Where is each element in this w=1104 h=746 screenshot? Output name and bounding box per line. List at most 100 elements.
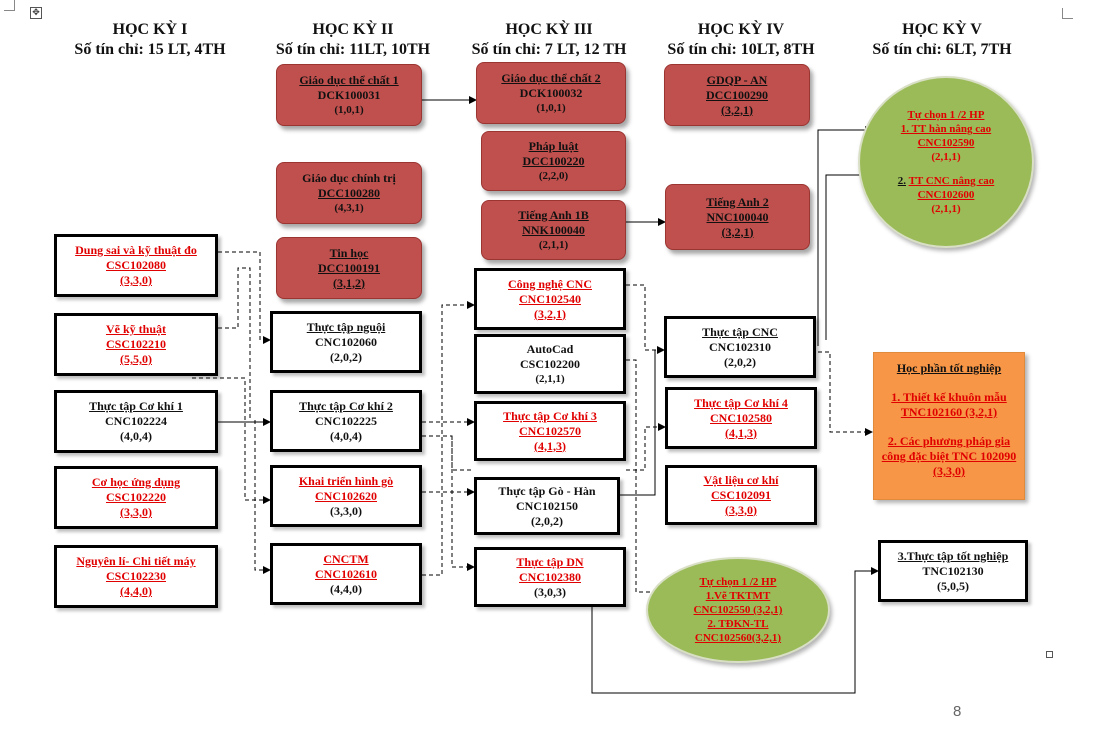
course-code: CNC102150	[516, 498, 578, 513]
course-credits: (2,1,1)	[535, 372, 565, 385]
course-name: Thực tập Cơ khí 4	[694, 395, 788, 410]
course-code: CNC102620	[315, 488, 377, 503]
course-code: CNC102580	[710, 410, 772, 425]
course-name: Dung sai và kỹ thuật đo	[75, 243, 197, 257]
line-ttdn-to-ttn	[591, 567, 879, 694]
course-nguyen-li[interactable]: Nguyên lí- Chi tiết máy CSC102230 (4,4,0…	[54, 545, 218, 608]
course-gdqp-an[interactable]: GDQP - AN DCC100290 (3,2,1)	[664, 64, 810, 126]
course-khai-trien-hinh-go[interactable]: Khai triển hình gò CNC102620 (3,3,0)	[270, 465, 422, 527]
course-thuc-tap-co-khi-2[interactable]: Thực tập Cơ khí 2 CNC102225 (4,0,4)	[270, 390, 422, 452]
course-gdct[interactable]: Giáo dục chính trị DCC100280 (4,3,1)	[276, 162, 422, 224]
elective-option-2: TT CNC nâng cao	[908, 175, 995, 187]
course-thuc-tap-co-khi-4[interactable]: Thực tập Cơ khí 4 CNC102580 (4,1,3)	[665, 387, 817, 449]
course-credits: (4,4,0)	[120, 584, 152, 598]
semester-title: HỌC KỲ IV	[697, 21, 785, 38]
line-ttcnc-to-grad	[818, 351, 873, 436]
course-thuc-tap-cnc[interactable]: Thực tập CNC CNC102310 (2,0,2)	[664, 316, 816, 378]
course-credits: (3,3,0)	[120, 505, 152, 519]
elective-option-1-code: CNC102590	[917, 137, 975, 149]
line-ttck2-vert	[451, 436, 474, 471]
course-credits: (4,0,4)	[330, 428, 362, 443]
course-name: GDQP - AN	[706, 72, 768, 87]
course-code: CSC102230	[105, 569, 166, 583]
line-gohan-to-ttcnc	[620, 350, 656, 496]
course-name: Thực tập CNC	[702, 324, 778, 339]
course-name: Thực tập nguội	[306, 319, 386, 334]
course-credits: (3,3,0)	[120, 273, 152, 287]
course-cnctm[interactable]: CNCTM CNC102610 (4,4,0)	[270, 543, 422, 605]
course-name: Nguyên lí- Chi tiết máy	[76, 554, 196, 568]
line-autocad-to-el4	[626, 359, 669, 596]
semester-credits: Số tín chỉ: 7 LT, 12 TH	[471, 41, 627, 58]
course-credits: (4,3,1)	[334, 201, 364, 214]
graduation-module[interactable]: Học phần tốt nghiệp 1. Thiết kế khuôn mẫ…	[873, 352, 1025, 500]
course-name: Tiếng Anh 1B	[518, 207, 589, 222]
course-code: NNC100040	[706, 209, 769, 224]
course-code: CSC102080	[105, 258, 166, 272]
page-number: 8	[953, 703, 962, 720]
course-gdtc-1[interactable]: Giáo dục thể chất 1 DCK100031 (1,0,1)	[276, 64, 422, 126]
course-thuc-tap-nguoi[interactable]: Thực tập nguội CNC102060 (2,0,2)	[270, 311, 422, 373]
course-tieng-anh-1b[interactable]: Tiếng Anh 1B NNK100040 (2,1,1)	[481, 200, 626, 260]
course-code: CNC102310	[709, 339, 771, 354]
semester-title: HỌC KỲ V	[902, 21, 982, 38]
elective-option-2: 2. TĐKN-TL	[707, 618, 769, 630]
course-credits: (3,1,2)	[333, 275, 365, 290]
course-thuc-tap-dn[interactable]: Thực tập DN CNC102380 (3,0,3)	[474, 547, 626, 607]
course-tieng-anh-2[interactable]: Tiếng Anh 2 NNC100040 (3,2,1)	[665, 184, 810, 250]
course-ve-ky-thuat[interactable]: Vẽ kỹ thuật CSC102210 (5,5,0)	[54, 313, 218, 376]
course-thuc-tap-co-khi-3[interactable]: Thực tập Cơ khí 3 CNC102570 (4,1,3)	[474, 401, 626, 461]
resize-handle-icon[interactable]	[1046, 651, 1053, 658]
course-credits: (5,5,0)	[120, 352, 152, 366]
course-code: CNC102224	[105, 414, 167, 428]
course-code: CSC102091	[710, 487, 771, 502]
elective-group-sem4[interactable]: Tự chọn 1 /2 HP 1.Vẽ TKTMT CNC102550 (3,…	[646, 557, 830, 663]
course-cong-nghe-cnc[interactable]: Công nghệ CNC CNC102540 (3,2,1)	[474, 268, 626, 330]
elective-option-2-number: 2.	[897, 175, 906, 187]
course-name: Thực tập DN	[516, 554, 584, 569]
course-code: CNC102380	[519, 569, 581, 584]
course-name: Thực tập Cơ khí 1	[89, 399, 183, 413]
semester-header-4: HỌC KỲ IV Số tín chỉ: 10LT, 8TH	[641, 20, 841, 60]
course-name: AutoCad	[526, 341, 574, 356]
course-code: CNC102610	[315, 566, 377, 581]
line-dungsai-to-ttnguoi	[218, 251, 271, 344]
semester-title: HỌC KỲ III	[505, 21, 593, 38]
course-name: Giáo dục thể chất 2	[501, 70, 601, 85]
course-autocad[interactable]: AutoCad CSC102200 (2,1,1)	[474, 334, 626, 394]
line-ttck3-to-ttck4	[626, 423, 666, 471]
elective-title: Tự chọn 1 /2 HP	[907, 109, 985, 121]
course-code: DCK100032	[519, 85, 583, 100]
course-thuc-tap-co-khi-1[interactable]: Thực tập Cơ khí 1 CNC102224 (4,0,4)	[54, 390, 218, 453]
course-code: TNC102130	[922, 563, 984, 578]
course-credits: (4,1,3)	[725, 425, 757, 440]
course-thuc-tap-go-han[interactable]: Thực tập Gò - Hàn CNC102150 (2,0,2)	[474, 477, 620, 535]
course-name: Tin học	[329, 245, 369, 260]
course-dung-sai[interactable]: Dung sai và kỹ thuật đo CSC102080 (3,3,0…	[54, 234, 218, 297]
course-code: CSC102220	[105, 490, 166, 504]
course-code: DCC100290	[706, 87, 768, 102]
course-credits: (2,2,0)	[538, 169, 569, 182]
course-code: NNK100040	[522, 222, 585, 237]
elective-option-2-code: CNC102560(3,2,1)	[694, 632, 782, 644]
course-phap-luat[interactable]: Pháp luật DCC100220 (2,2,0)	[481, 131, 626, 191]
course-code: DCK100031	[317, 87, 381, 102]
course-gdtc-2[interactable]: Giáo dục thể chất 2 DCK100032 (1,0,1)	[476, 62, 626, 124]
semester-credits: Số tín chỉ: 15 LT, 4TH	[74, 41, 226, 58]
course-tin-hoc[interactable]: Tin học DCC100191 (3,1,2)	[276, 237, 422, 299]
move-handle-icon[interactable]: ✥	[30, 7, 42, 19]
course-code: CNC102570	[519, 423, 581, 438]
semester-header-5: HỌC KỲ V Số tín chỉ: 6LT, 7TH	[842, 20, 1042, 60]
semester-header-2: HỌC KỲ II Số tín chỉ: 11LT, 10TH	[253, 20, 453, 60]
course-credits: (4,0,4)	[120, 429, 152, 443]
course-credits: (2,0,2)	[724, 354, 756, 369]
course-code: DCC100280	[318, 185, 380, 200]
course-vat-lieu-co-khi[interactable]: Vật liệu cơ khí CSC102091 (3,3,0)	[665, 465, 817, 525]
semester-header-3: HỌC KỲ III Số tín chỉ: 7 LT, 12 TH	[449, 20, 649, 60]
course-code: CNC102540	[519, 291, 581, 306]
course-thuc-tap-tot-nghiep[interactable]: 3.Thực tập tốt nghiệp TNC102130 (5,0,5)	[878, 540, 1028, 602]
crop-mark-tr	[1062, 8, 1073, 19]
course-co-hoc-ung-dung[interactable]: Cơ học ứng dụng CSC102220 (3,3,0)	[54, 466, 218, 529]
elective-group-sem5[interactable]: Tự chọn 1 /2 HP 1. TT hàn nâng cao CNC10…	[858, 76, 1034, 248]
